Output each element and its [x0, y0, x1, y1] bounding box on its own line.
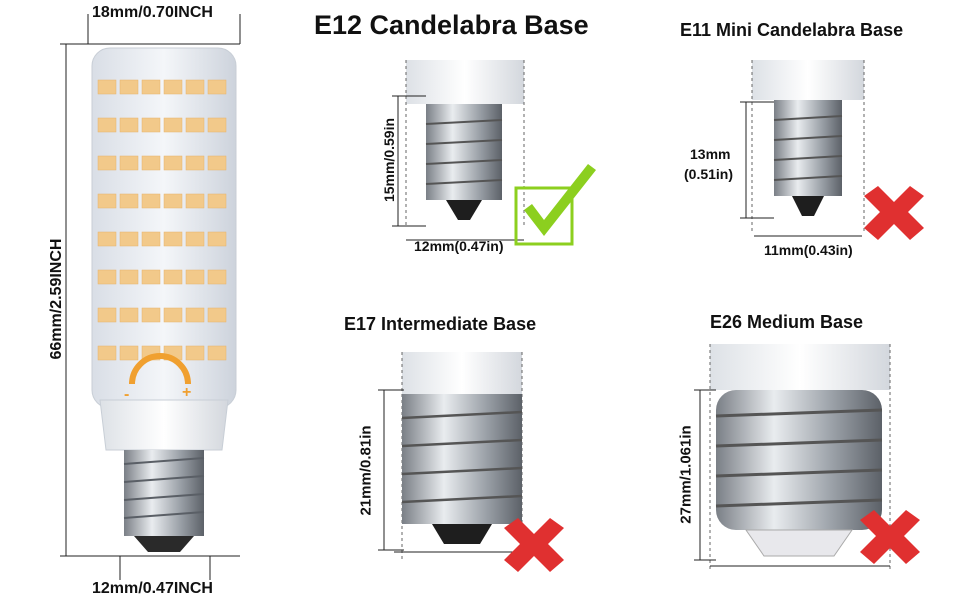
e26-title: E26 Medium Base [710, 312, 864, 332]
cross-icon [860, 510, 920, 564]
led-chip [185, 79, 205, 95]
led-chip [163, 117, 183, 133]
led-chip [207, 79, 227, 95]
e17-height-label: 21mm/0.81in [357, 425, 375, 516]
led-chip [97, 307, 117, 323]
led-chip [163, 307, 183, 323]
check-icon [514, 164, 596, 246]
led-chip [119, 307, 139, 323]
dimmer-plus-label: + [182, 384, 192, 401]
led-chip [97, 345, 117, 361]
led-chip [119, 193, 139, 209]
led-chip [141, 231, 161, 247]
led-chip [163, 155, 183, 171]
led-chip [119, 117, 139, 133]
led-chip [141, 155, 161, 171]
bulb-bottom-width-label: 12mm/0.47INCH [92, 580, 213, 597]
led-chip [207, 307, 227, 323]
led-chip [141, 117, 161, 133]
e12-width-label: 12mm(0.47in) [414, 238, 504, 254]
led-chip [163, 231, 183, 247]
led-chip [207, 155, 227, 171]
led-chip [185, 231, 205, 247]
e11-title: E11 Mini Candelabra Base [680, 20, 904, 40]
led-chip [163, 269, 183, 285]
led-chip [163, 193, 183, 209]
led-chip [119, 345, 139, 361]
led-chip [119, 79, 139, 95]
e17-illustration [378, 352, 523, 562]
e12-illustration [392, 60, 525, 241]
led-chip [185, 155, 205, 171]
led-chip [163, 79, 183, 95]
led-chip [119, 155, 139, 171]
led-chip [141, 307, 161, 323]
e12-height-label: 15mm/0.59in [381, 117, 397, 203]
led-chip [207, 231, 227, 247]
bulb-height-label: 66mm/2.59INCH [48, 238, 65, 360]
cross-icon [864, 186, 924, 240]
led-chip [97, 269, 117, 285]
led-chip [119, 231, 139, 247]
dimmer-arc-icon [129, 353, 191, 385]
led-chip [185, 307, 205, 323]
bulb-screw-base [123, 450, 205, 552]
e11-illustration [740, 60, 865, 237]
cross-icon [504, 518, 564, 572]
bulb-body [91, 47, 237, 451]
led-chip [97, 193, 117, 209]
e26-height-label: 27mm/1.061in [677, 425, 695, 524]
led-chip [141, 269, 161, 285]
led-chip [141, 79, 161, 95]
bulb-top-width-label: 18mm/0.70INCH [92, 4, 213, 21]
led-chip [185, 193, 205, 209]
led-chip [207, 269, 227, 285]
led-chip [97, 155, 117, 171]
e11-width-label: 11mm(0.43in) [764, 242, 853, 258]
led-chip [185, 269, 205, 285]
bulb-dimension-lines [60, 14, 241, 580]
e17-title: E17 Intermediate Base [344, 314, 537, 334]
led-chip [141, 193, 161, 209]
led-chip [207, 117, 227, 133]
e26-illustration [694, 344, 891, 570]
led-chip [207, 345, 227, 361]
led-chip [185, 117, 205, 133]
led-chip [97, 231, 117, 247]
e12-title: E12 Candelabra Base [314, 10, 589, 40]
led-chip [97, 79, 117, 95]
dimmer-minus-label: - [124, 386, 130, 403]
e11-height-in-label: (0.51in) [684, 166, 734, 182]
led-chip [97, 117, 117, 133]
e11-height-mm-label: 13mm [690, 146, 731, 162]
led-chip [119, 269, 139, 285]
led-chip [185, 345, 205, 361]
led-chip [207, 193, 227, 209]
